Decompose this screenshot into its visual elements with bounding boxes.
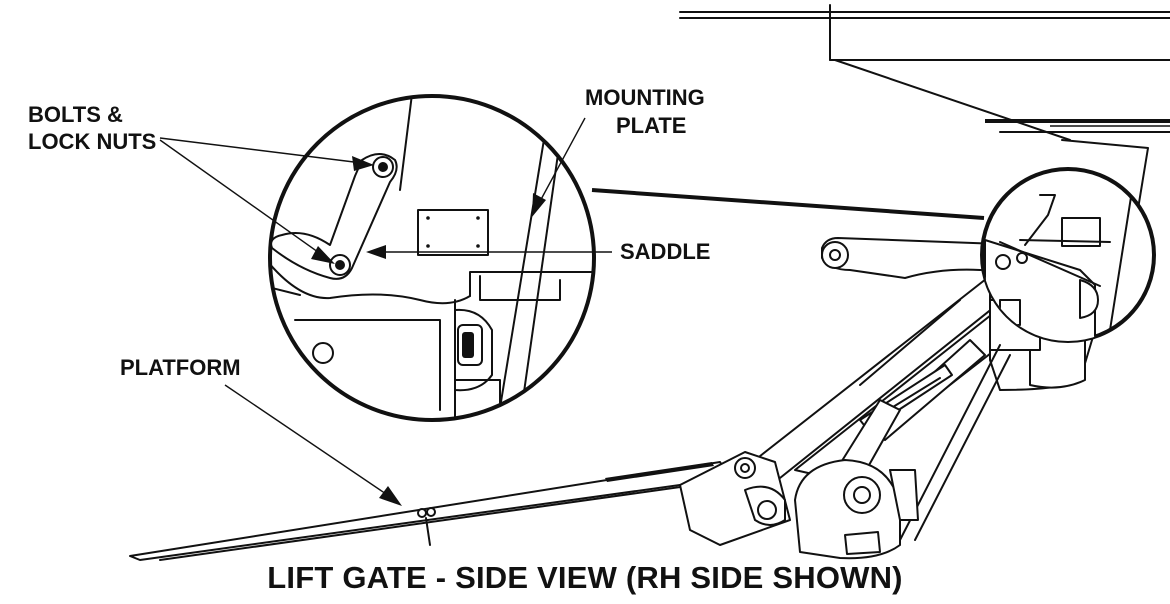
saddle-label-text: SADDLE [620,239,711,264]
enlarged-detail-circle [268,94,596,422]
lock-nuts-label: LOCK NUTS [28,130,156,154]
mounting-label: MOUNTING [585,86,705,110]
platform-label-text: PLATFORM [120,355,241,380]
bolts-label: BOLTS & [28,103,123,127]
bolts-label-line1: BOLTS & [28,102,123,127]
platform [129,461,731,561]
detail-reference-circle [980,167,1156,343]
plate-label: PLATE [616,114,686,138]
mounting-label-line1: MOUNTING [585,85,705,110]
platform-label: PLATFORM [120,356,241,380]
hinge-assembly [679,451,919,560]
bolts-label-line2: LOCK NUTS [28,129,157,154]
truck-chassis [679,4,1170,141]
leader-arrows [159,117,612,506]
lift-arms [754,267,1041,491]
diagram-title: LIFT GATE - SIDE VIEW (RH SIDE SHOWN) [267,560,903,595]
detail-connector-line [591,188,985,220]
saddle-label: SADDLE [620,240,710,264]
mounting-label-line2: PLATE [616,113,687,138]
